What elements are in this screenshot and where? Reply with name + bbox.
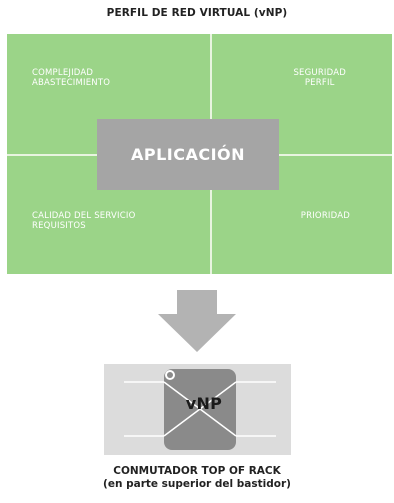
vnp-chip-label: vNP — [185, 394, 223, 413]
quadrant-security-profile: SEGURIDAD PERFIL — [293, 68, 346, 88]
switch-caption: CONMUTADOR TOP OF RACK (en parte superio… — [0, 465, 394, 491]
quadrant-complexity-provisioning: COMPLEJIDAD ABASTECIMIENTO — [32, 68, 111, 88]
down-arrow-icon — [158, 290, 236, 352]
top-of-rack-switch: vNP — [104, 364, 291, 455]
quadrant-qos-requirements: CALIDAD DEL SERVICIO REQUISITOS — [32, 211, 136, 231]
switch-diagram — [124, 369, 276, 450]
caption-line-2: (en parte superior del bastidor) — [103, 478, 291, 490]
diagram-title: PERFIL DE RED VIRTUAL (vNP) — [106, 7, 288, 19]
quadrant-priority: PRIORIDAD — [300, 211, 350, 221]
profile-grid: COMPLEJIDAD ABASTECIMIENTO SEGURIDAD PER… — [7, 34, 392, 274]
application-box: APLICACIÓN — [97, 119, 279, 190]
caption-line-1: CONMUTADOR TOP OF RACK — [113, 465, 281, 477]
